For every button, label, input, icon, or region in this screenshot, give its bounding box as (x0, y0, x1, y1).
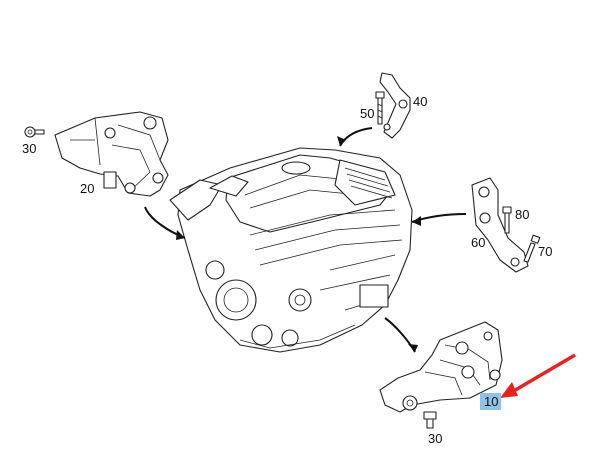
bolt-50-drawing (375, 91, 385, 125)
bolt-70-drawing (523, 234, 541, 263)
engine-drawing (169, 147, 413, 353)
label-part-50[interactable]: 50 (360, 106, 374, 121)
label-part-10[interactable]: 10 (484, 394, 498, 409)
label-part-60[interactable]: 60 (471, 235, 485, 250)
bracket-20-drawing (54, 111, 169, 197)
bolt-30-bottom-drawing (423, 411, 437, 429)
label-part-20[interactable]: 20 (80, 181, 94, 196)
label-part-30-bottom[interactable]: 30 (428, 431, 442, 446)
label-part-40[interactable]: 40 (413, 94, 427, 109)
leader-arrowheads (176, 136, 421, 352)
part-10-highlight (480, 393, 501, 410)
bolt-80-drawing (502, 206, 512, 234)
label-part-30-left[interactable]: 30 (22, 141, 36, 156)
mount-10-drawing (379, 321, 503, 413)
bracket-60-drawing (471, 177, 529, 273)
label-part-80[interactable]: 80 (515, 207, 529, 222)
red-callout-arrow (500, 353, 576, 398)
label-part-70[interactable]: 70 (538, 244, 552, 259)
bracket-40-drawing (379, 72, 411, 139)
bolt-30-left-drawing (24, 126, 45, 138)
